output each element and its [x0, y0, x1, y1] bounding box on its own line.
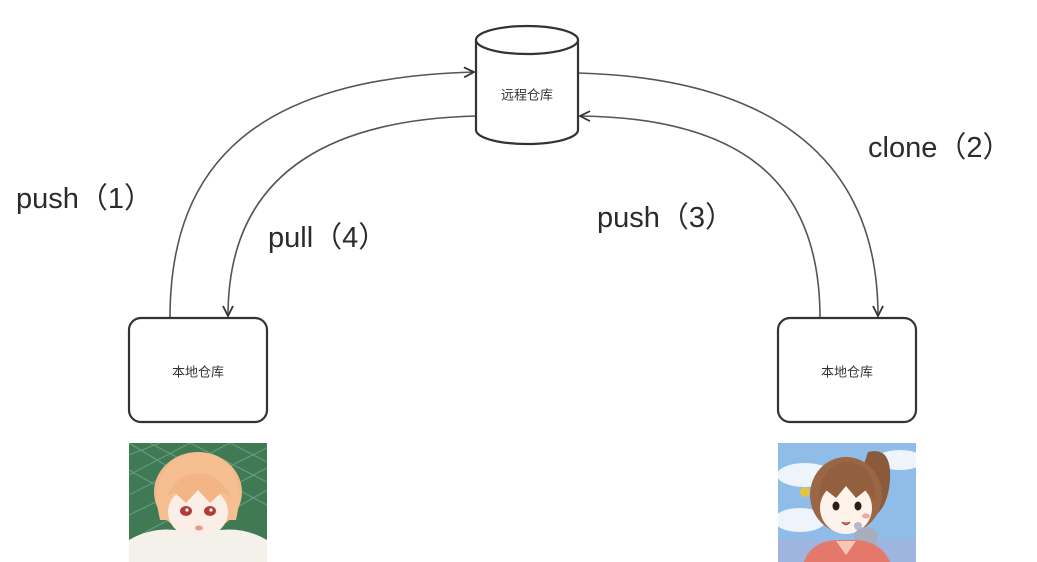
- edge-pull-4: [228, 115, 477, 316]
- local-repo-left-label: 本地仓库: [172, 365, 224, 381]
- local-repo-left-box: [127, 316, 269, 424]
- edge-label-push-1: push（1）: [16, 183, 153, 215]
- edge-label-pull-4: pull（4）: [268, 222, 387, 254]
- cylinder-top: [474, 24, 580, 56]
- edge-push-1: [169, 72, 474, 319]
- local-repo-right-node: 本地仓库: [776, 316, 918, 424]
- local-repo-right-box: [776, 316, 918, 424]
- remote-repo-label: 远程仓库: [501, 88, 553, 104]
- remote-repo-node: 远程仓库: [474, 24, 580, 146]
- local-repo-left-node: 本地仓库: [127, 316, 269, 424]
- edge-clone-2: [577, 72, 878, 316]
- edge-push-3: [580, 116, 821, 319]
- avatar-right: [778, 443, 916, 562]
- database-cylinder-icon: [474, 40, 580, 146]
- local-repo-right-label: 本地仓库: [821, 365, 873, 381]
- edge-label-push-3: push（3）: [597, 202, 734, 234]
- edge-label-clone-2: clone（2）: [868, 132, 1011, 164]
- avatar-left: [129, 443, 267, 562]
